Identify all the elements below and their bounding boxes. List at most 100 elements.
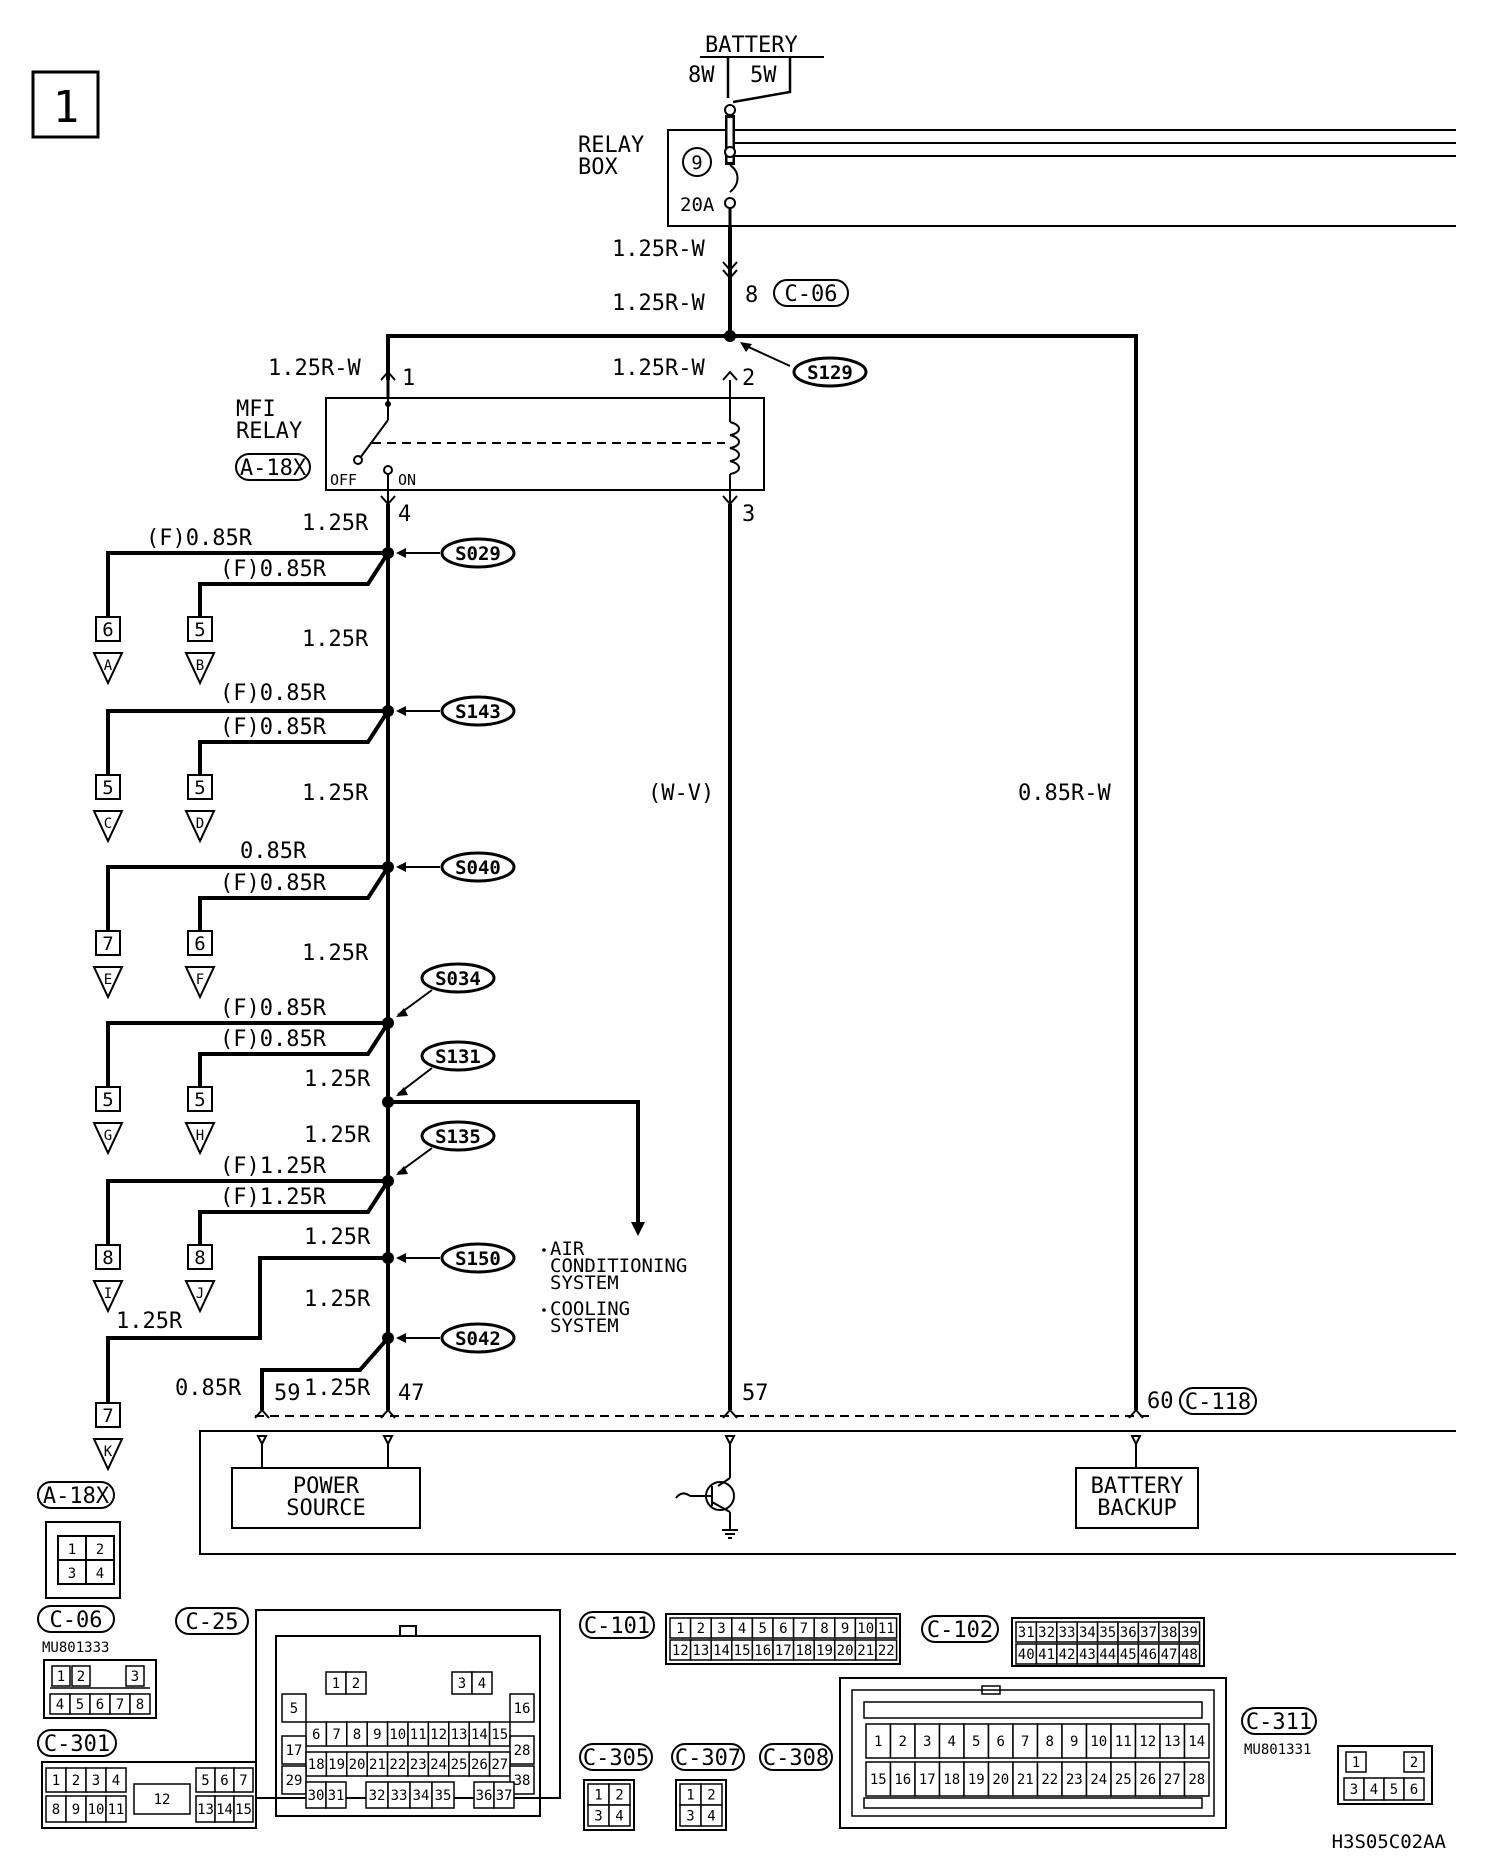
page-number-box: 1 bbox=[31, 70, 100, 139]
svg-text:5: 5 bbox=[194, 1089, 205, 1111]
connector-pin: 16 bbox=[894, 1772, 911, 1788]
connector-pin: 21 bbox=[1017, 1772, 1034, 1788]
connector-pin: 7 bbox=[332, 1727, 340, 1743]
connector-pin: 4 bbox=[112, 1773, 120, 1789]
connector-a18x: A-18X 1 2 3 4 bbox=[37, 1481, 121, 1599]
connector-pin: 1 bbox=[874, 1734, 882, 1750]
connector-pin: 2 bbox=[72, 1773, 80, 1789]
svg-text:S040: S040 bbox=[455, 857, 501, 879]
svg-text:6: 6 bbox=[194, 933, 205, 955]
connector-pin: 28 bbox=[1188, 1772, 1205, 1788]
terminal-f: 6 F bbox=[184, 930, 216, 1000]
c06-connector-label: C-06 bbox=[785, 282, 838, 307]
mfi-relay: 1.25R-W 1.25R-W 1 2 MFI RELAY A-18X OFF … bbox=[235, 356, 765, 536]
connector-pin: 5 bbox=[76, 1697, 84, 1713]
svg-text:7: 7 bbox=[102, 933, 113, 955]
connector-pin: 6 bbox=[312, 1727, 320, 1743]
connector-pin: 38 bbox=[1161, 1625, 1178, 1641]
wire-1-25rw-top: 1.25R-W bbox=[612, 237, 705, 262]
connector-pin: 11 bbox=[108, 1802, 125, 1818]
connector-pin: 14 bbox=[216, 1802, 233, 1818]
svg-text:A: A bbox=[104, 658, 113, 674]
ecu-pin-60: 60 bbox=[1147, 1389, 1174, 1414]
ecu-pin-57: 57 bbox=[742, 1381, 769, 1406]
connector-pin: 1 bbox=[594, 1788, 602, 1804]
connector-pin: 15 bbox=[235, 1802, 252, 1818]
connector-pin: 8 bbox=[136, 1697, 144, 1713]
mfi-relay-label-1: MFI bbox=[236, 397, 276, 422]
svg-text:C-101: C-101 bbox=[584, 1614, 650, 1639]
connector-pin: 16 bbox=[754, 1643, 771, 1659]
splice-s131: S131 bbox=[396, 1040, 496, 1096]
battery-backup-2: BACKUP bbox=[1097, 1496, 1176, 1521]
connector-pin: 46 bbox=[1140, 1647, 1157, 1663]
wire-e: 0.85R bbox=[240, 839, 307, 864]
connector-pin: 1 bbox=[332, 1676, 340, 1692]
svg-text:S029: S029 bbox=[455, 543, 501, 565]
connector-pin: 35 bbox=[1099, 1625, 1116, 1641]
wire-seg3: 1.25R bbox=[302, 941, 369, 966]
svg-text:S135: S135 bbox=[435, 1126, 481, 1148]
connector-pin: 24 bbox=[430, 1757, 447, 1773]
connector-pin: 6 bbox=[779, 1621, 787, 1637]
wire-mfi-pin1: 1.25R-W bbox=[268, 356, 361, 381]
connector-pin: 6 bbox=[96, 1697, 104, 1713]
connector-pin: 2 bbox=[615, 1788, 623, 1804]
wire-f: (F)0.85R bbox=[220, 871, 327, 896]
connector-pin: 2 bbox=[697, 1621, 705, 1637]
connector-pin: 27 bbox=[491, 1757, 508, 1773]
svg-text:C-311: C-311 bbox=[1246, 1710, 1312, 1735]
svg-text:4: 4 bbox=[96, 1566, 104, 1582]
wire-seg5: 1.25R bbox=[304, 1123, 371, 1148]
connector-pin: 3 bbox=[717, 1621, 725, 1637]
wire-j: (F)1.25R bbox=[220, 1185, 327, 1210]
ecu-body: POWER SOURCE BATTERY BACKUP bbox=[199, 1430, 1456, 1555]
wire-seg8: 1.25R bbox=[304, 1376, 371, 1401]
terminal-h: 5 H bbox=[184, 1086, 216, 1156]
terminal-e: 7 E bbox=[92, 930, 124, 1000]
splice-s129: S129 bbox=[792, 356, 868, 388]
wire-b: (F)0.85R bbox=[220, 557, 327, 582]
wire-i: (F)1.25R bbox=[220, 1154, 327, 1179]
note-ac-1: AIR bbox=[550, 1238, 585, 1260]
connector-pin: 7 bbox=[116, 1697, 124, 1713]
connector-pin: 20 bbox=[349, 1757, 366, 1773]
connector-pin: 14 bbox=[1188, 1734, 1205, 1750]
mfi-relay-connector: A-18X bbox=[240, 456, 307, 481]
connector-pin: 12 bbox=[672, 1643, 689, 1659]
wire-a: (F)0.85R bbox=[146, 526, 253, 551]
wire-d: (F)0.85R bbox=[220, 715, 327, 740]
connector-pin: 20 bbox=[837, 1643, 854, 1659]
ecu-pin-59: 59 bbox=[274, 1381, 301, 1406]
connector-pin: 4 bbox=[707, 1809, 715, 1825]
svg-text:3: 3 bbox=[68, 1566, 76, 1582]
connector-pin: 8 bbox=[52, 1802, 60, 1818]
connector-pin: 25 bbox=[1115, 1772, 1132, 1788]
note-ac-2: CONDITIONING bbox=[550, 1255, 687, 1277]
svg-text:5: 5 bbox=[194, 777, 205, 799]
connector-pin: 5 bbox=[758, 1621, 766, 1637]
connector-pin: 12 bbox=[430, 1727, 447, 1743]
connector-pin: 7 bbox=[1021, 1734, 1029, 1750]
connector-pin: 4 bbox=[738, 1621, 746, 1637]
svg-text:5: 5 bbox=[102, 1089, 113, 1111]
system-notes: AIR CONDITIONING SYSTEM COOLING SYSTEM bbox=[542, 1238, 687, 1337]
transistor-icon bbox=[675, 1444, 738, 1539]
connector-pin: 5 bbox=[201, 1773, 209, 1789]
connector-pin: 3 bbox=[131, 1669, 139, 1685]
connector-pin: 17 bbox=[919, 1772, 936, 1788]
connector-pin: 12 bbox=[1139, 1734, 1156, 1750]
connector-pin: 26 bbox=[1139, 1772, 1156, 1788]
connector-pin: 2 bbox=[899, 1734, 907, 1750]
splice-s029: S029 bbox=[396, 537, 516, 569]
connector-pin: 27 bbox=[1164, 1772, 1181, 1788]
connector-pin: 8 bbox=[1046, 1734, 1054, 1750]
ecu-feed-wires: (W-V) 0.85R-W bbox=[386, 504, 1111, 1410]
ecu-connector-c118: C-118 bbox=[1185, 1390, 1251, 1415]
battery-backup-1: BATTERY bbox=[1091, 1474, 1184, 1499]
connector-pin: 2 bbox=[1410, 1755, 1418, 1771]
svg-text:K: K bbox=[104, 1444, 113, 1460]
